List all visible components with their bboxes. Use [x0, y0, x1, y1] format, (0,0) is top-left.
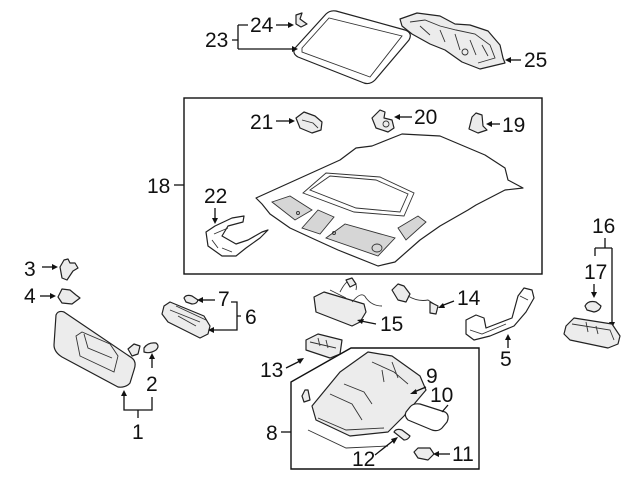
harness-sensor-group: 14: [391, 283, 481, 315]
cargo-lamp-assembly: [563, 317, 621, 349]
control-module-harness: [313, 291, 367, 327]
sunroof-seal: [293, 10, 411, 85]
switch-unit: [305, 333, 343, 359]
roof-insulator-group: 25: [399, 12, 547, 72]
headliner-retainer: [371, 109, 395, 133]
module-harness-group: 15: [313, 277, 403, 336]
callout-8[interactable]: 8: [266, 422, 278, 445]
callout-5[interactable]: 5: [500, 348, 512, 371]
callout-6[interactable]: 6: [245, 306, 257, 329]
callout-4[interactable]: 4: [24, 285, 36, 308]
callout-16[interactable]: 16: [592, 215, 615, 238]
callout-24[interactable]: 24: [250, 14, 274, 37]
callout-20[interactable]: 20: [414, 106, 437, 129]
visor-mirror-lamp-lens: [143, 342, 159, 354]
callout-23[interactable]: 23: [205, 29, 228, 52]
console-lens: [404, 403, 449, 432]
callout-7[interactable]: 7: [218, 288, 230, 311]
connector: [345, 277, 357, 288]
headliner-bracket-group: 21: [250, 111, 323, 134]
headliner-retainer-group: 20: [371, 106, 437, 133]
callout-21[interactable]: 21: [250, 111, 273, 134]
callout-12[interactable]: 12: [352, 448, 375, 471]
wiring-harness-group: 22: [204, 185, 269, 257]
cargo-lamp-group: 16 17: [563, 215, 621, 349]
overhead-console-group: 9 10 12 11: [301, 351, 474, 471]
sunroof-seal-group: 23 24: [205, 10, 411, 85]
console-cover: [413, 447, 435, 461]
callout-18[interactable]: 18: [147, 175, 170, 198]
callout-2[interactable]: 2: [146, 373, 158, 396]
callout-17[interactable]: 17: [584, 261, 607, 284]
callout-3[interactable]: 3: [24, 258, 36, 281]
callout-19[interactable]: 19: [502, 114, 525, 137]
roof-insulator: [399, 12, 506, 70]
headliner-clip: [468, 112, 488, 134]
callout-25[interactable]: 25: [524, 49, 547, 72]
visor-lamp: [127, 343, 141, 357]
sensor-end: [429, 301, 439, 315]
grab-handle-group: 5: [465, 287, 535, 371]
overhead-console-housing: [311, 351, 427, 437]
callout-1[interactable]: 1: [132, 421, 144, 444]
callout-22[interactable]: 22: [204, 185, 227, 208]
sun-visor: [53, 310, 136, 388]
headliner-bracket: [295, 111, 323, 134]
switch-unit-group: 13: [260, 333, 343, 382]
dome-lamp-bulb: [183, 294, 199, 305]
headliner: [255, 133, 524, 267]
console-bulb: [393, 428, 411, 441]
seal-clip: [295, 12, 308, 28]
wiring-harness: [205, 215, 269, 257]
harness-sensor: [391, 283, 411, 303]
grab-handle: [465, 287, 535, 341]
console-clip: [301, 389, 311, 403]
cargo-lamp-bulb: [584, 300, 602, 313]
headliner-clip-group: 19: [468, 112, 525, 137]
headliner-group: [255, 133, 524, 267]
callout-10[interactable]: 10: [430, 384, 453, 407]
callout-14[interactable]: 14: [457, 287, 481, 310]
callout-13[interactable]: 13: [260, 359, 283, 382]
dome-lamp-group: 7 6: [161, 288, 257, 339]
callout-11[interactable]: 11: [452, 443, 474, 466]
callout-9[interactable]: 9: [426, 365, 438, 388]
visor-group: 3 4 2 1: [24, 258, 159, 444]
console-box: [290, 347, 480, 470]
visor-bracket: [59, 258, 79, 281]
visor-clip: [57, 288, 81, 305]
headliner-box: [183, 97, 543, 275]
callout-15[interactable]: 15: [380, 313, 403, 336]
